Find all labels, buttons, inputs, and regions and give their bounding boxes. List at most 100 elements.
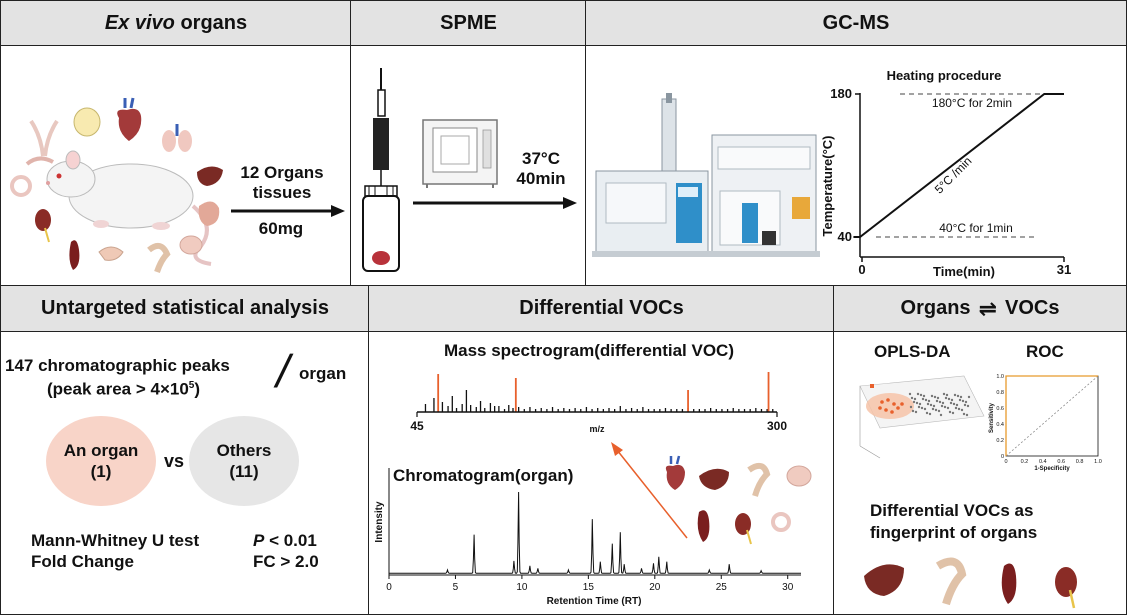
roc-y-tick-label: 0 <box>1001 454 1004 460</box>
oplsda-point-others <box>927 399 931 403</box>
oplsda-point-others <box>945 393 949 397</box>
chart-ylabel: Temperature(°C) <box>820 135 835 236</box>
oplsda-point-others <box>936 396 940 400</box>
panel-differential-vocs: Differential VOCs Mass spectrogram(diffe… <box>368 285 835 615</box>
pancreas-icon <box>98 246 124 261</box>
chrom-xlabel: Retention Time (RT) <box>547 596 642 607</box>
roc-xlabel: 1-Specificity <box>1034 466 1070 472</box>
oplsda-point-others <box>931 407 935 411</box>
vial-icon <box>362 195 400 272</box>
duodenum-icon <box>147 242 171 273</box>
title-emphasis: Ex vivo <box>104 11 175 34</box>
y-tick-label-180: 180 <box>830 86 852 101</box>
spleen-icon <box>697 510 710 542</box>
oplsda-point-others <box>943 405 947 409</box>
oplsda-point-others <box>967 395 971 399</box>
oplsda-point-others <box>928 412 932 416</box>
oplsda-point-group <box>878 406 882 410</box>
peaks-threshold-close: ) <box>194 379 201 399</box>
organs-label: 12 Organs tissues <box>229 163 335 203</box>
organs-label-line1: 12 Organs <box>240 163 324 182</box>
oplsda-point-others <box>915 401 919 405</box>
oplsda-point-others <box>930 394 934 398</box>
oplsda-point-others <box>965 413 969 417</box>
x-tick-label-31: 31 <box>1057 262 1071 277</box>
title-vocs: VOCs <box>1005 297 1060 319</box>
panel-spme: SPME <box>350 0 587 287</box>
oplsda-point-others <box>934 408 938 412</box>
group-others-count: (11) <box>229 462 259 481</box>
oplsda-points <box>878 392 971 417</box>
oplsda-point-others <box>925 411 929 415</box>
criterion-p: P < 0.01 <box>253 531 317 551</box>
roc-x-tick-label: 0 <box>1004 459 1007 465</box>
rat-icon <box>46 150 212 266</box>
chrom-x-tick-label: 15 <box>583 582 595 593</box>
criterion-p-value: < 0.01 <box>264 531 317 550</box>
liver-icon <box>699 468 729 490</box>
versus-label: vs <box>163 451 185 471</box>
oplsda-point-group <box>900 402 904 406</box>
oplsda-point-others <box>924 398 928 402</box>
peaks-description: 147 chromatographic peaks (peak area > 4… <box>5 356 285 400</box>
oplsda-point-others <box>937 409 941 413</box>
oplsda-point-others <box>966 404 970 408</box>
spleen-icon <box>1001 563 1017 604</box>
liver-icon <box>197 166 223 186</box>
oplsda-point-others <box>923 407 927 411</box>
duodenum-icon <box>935 557 967 606</box>
oplsda-point-others <box>959 395 963 399</box>
ms-xmin: 45 <box>410 419 424 433</box>
oplsda-point-others <box>947 397 951 401</box>
equilibrium-arrows-icon: ⇌ <box>978 295 997 321</box>
annotation-180: 180°C for 2min <box>932 96 1012 110</box>
chrom-x-tick-label: 5 <box>453 582 459 593</box>
spleen-icon <box>69 240 80 270</box>
oplsda-point-group <box>890 410 894 414</box>
oplsda-point-others <box>916 392 920 396</box>
oplsda-point-group <box>880 400 884 404</box>
test-fold-change: Fold Change <box>31 552 134 571</box>
criterion-p-letter: P <box>253 531 265 550</box>
roc-ylabel: Sensitivity <box>989 402 995 433</box>
panel-gcms: GC-MS Heating procedure Temperature(°C) … <box>585 0 1127 287</box>
chromatogram-trace <box>388 491 801 574</box>
intestine-icon <box>10 175 32 197</box>
chrom-x-tick-label: 25 <box>716 582 728 593</box>
chart-title: Heating procedure <box>887 68 1002 83</box>
lung-icon <box>162 124 192 152</box>
roc-diagonal <box>1005 375 1099 457</box>
oplsda-point-others <box>962 412 966 416</box>
spme-illustration <box>362 68 577 272</box>
oplsda-point-others <box>911 409 915 413</box>
title-organs: Organs <box>900 297 971 319</box>
chrom-ylabel: Intensity <box>374 501 385 543</box>
roc-x-tick-label: 0.2 <box>1021 459 1029 465</box>
oplsda-point-others <box>938 400 942 404</box>
oplsda-point-others <box>944 396 948 400</box>
oplsda-point-group <box>886 398 890 402</box>
oplsda-label: OPLS-DA <box>874 342 951 361</box>
group-an-organ-count: (1) <box>90 462 112 481</box>
oplsda-point-others <box>961 399 965 403</box>
group-an-organ: An organ (1) <box>46 416 156 506</box>
oplsda-point-others <box>955 403 959 407</box>
chrom-x-tick-label: 10 <box>516 582 528 593</box>
oplsda-point-others <box>939 413 943 417</box>
oplsda-point-others <box>951 411 955 415</box>
oplsda-point-others <box>963 403 967 407</box>
oplsda-point-others <box>919 393 923 397</box>
oplsda-point-others <box>957 407 961 411</box>
oplsda-point-others <box>920 406 924 410</box>
heart-icon <box>665 455 685 490</box>
oplsda-point-others <box>913 397 917 401</box>
mass-bars <box>424 372 774 412</box>
chrom-x-tick-label: 30 <box>782 582 794 593</box>
oplsda-plot <box>859 375 985 459</box>
oplsda-point-others <box>954 406 958 410</box>
panel-title: SPME <box>351 1 586 46</box>
roc-label: ROC <box>1026 342 1064 361</box>
roc-x-tick-label: 1.0 <box>1094 459 1102 465</box>
mass-spectrogram-chart: 45 300 m/z <box>410 372 787 434</box>
oplsda-point-others <box>958 398 962 402</box>
